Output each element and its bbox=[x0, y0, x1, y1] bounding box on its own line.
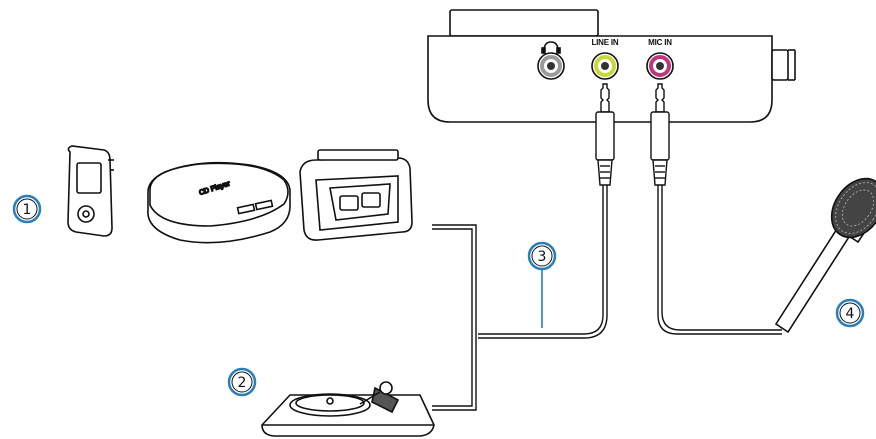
mic-in-label: MIC IN bbox=[648, 38, 672, 47]
callout-1: 1 bbox=[12, 194, 42, 224]
sound-card-device bbox=[427, 9, 796, 123]
mp3-player bbox=[67, 145, 114, 237]
line-in-plug bbox=[595, 83, 615, 186]
microphone bbox=[774, 177, 876, 334]
callout-3-number: 3 bbox=[538, 249, 547, 265]
mp3-screen bbox=[76, 162, 102, 194]
port-line-in[interactable] bbox=[591, 52, 619, 80]
mic-in-plug bbox=[650, 83, 670, 186]
cassette-player bbox=[299, 149, 413, 241]
turntable bbox=[261, 381, 435, 437]
port-mic-in[interactable] bbox=[646, 52, 674, 80]
device-body bbox=[427, 35, 773, 123]
callout-4-number: 4 bbox=[846, 306, 855, 322]
device-side-connector bbox=[771, 49, 789, 81]
port-headphone[interactable] bbox=[537, 52, 565, 80]
mic-cable bbox=[657, 185, 782, 335]
callout-4: 4 bbox=[835, 298, 865, 328]
callout-3: 3 bbox=[527, 241, 557, 271]
line-in-cable bbox=[478, 185, 608, 339]
callout-2-number: 2 bbox=[238, 375, 247, 391]
device-top-block bbox=[449, 9, 599, 37]
headphone-icon bbox=[541, 41, 561, 54]
microphone-grille bbox=[830, 177, 876, 239]
cd-player: CD Player bbox=[147, 161, 291, 244]
source-bracket bbox=[432, 224, 477, 411]
callout-1-number: 1 bbox=[23, 202, 32, 218]
callout-2: 2 bbox=[227, 367, 257, 397]
line-in-label: LINE IN bbox=[591, 38, 618, 47]
